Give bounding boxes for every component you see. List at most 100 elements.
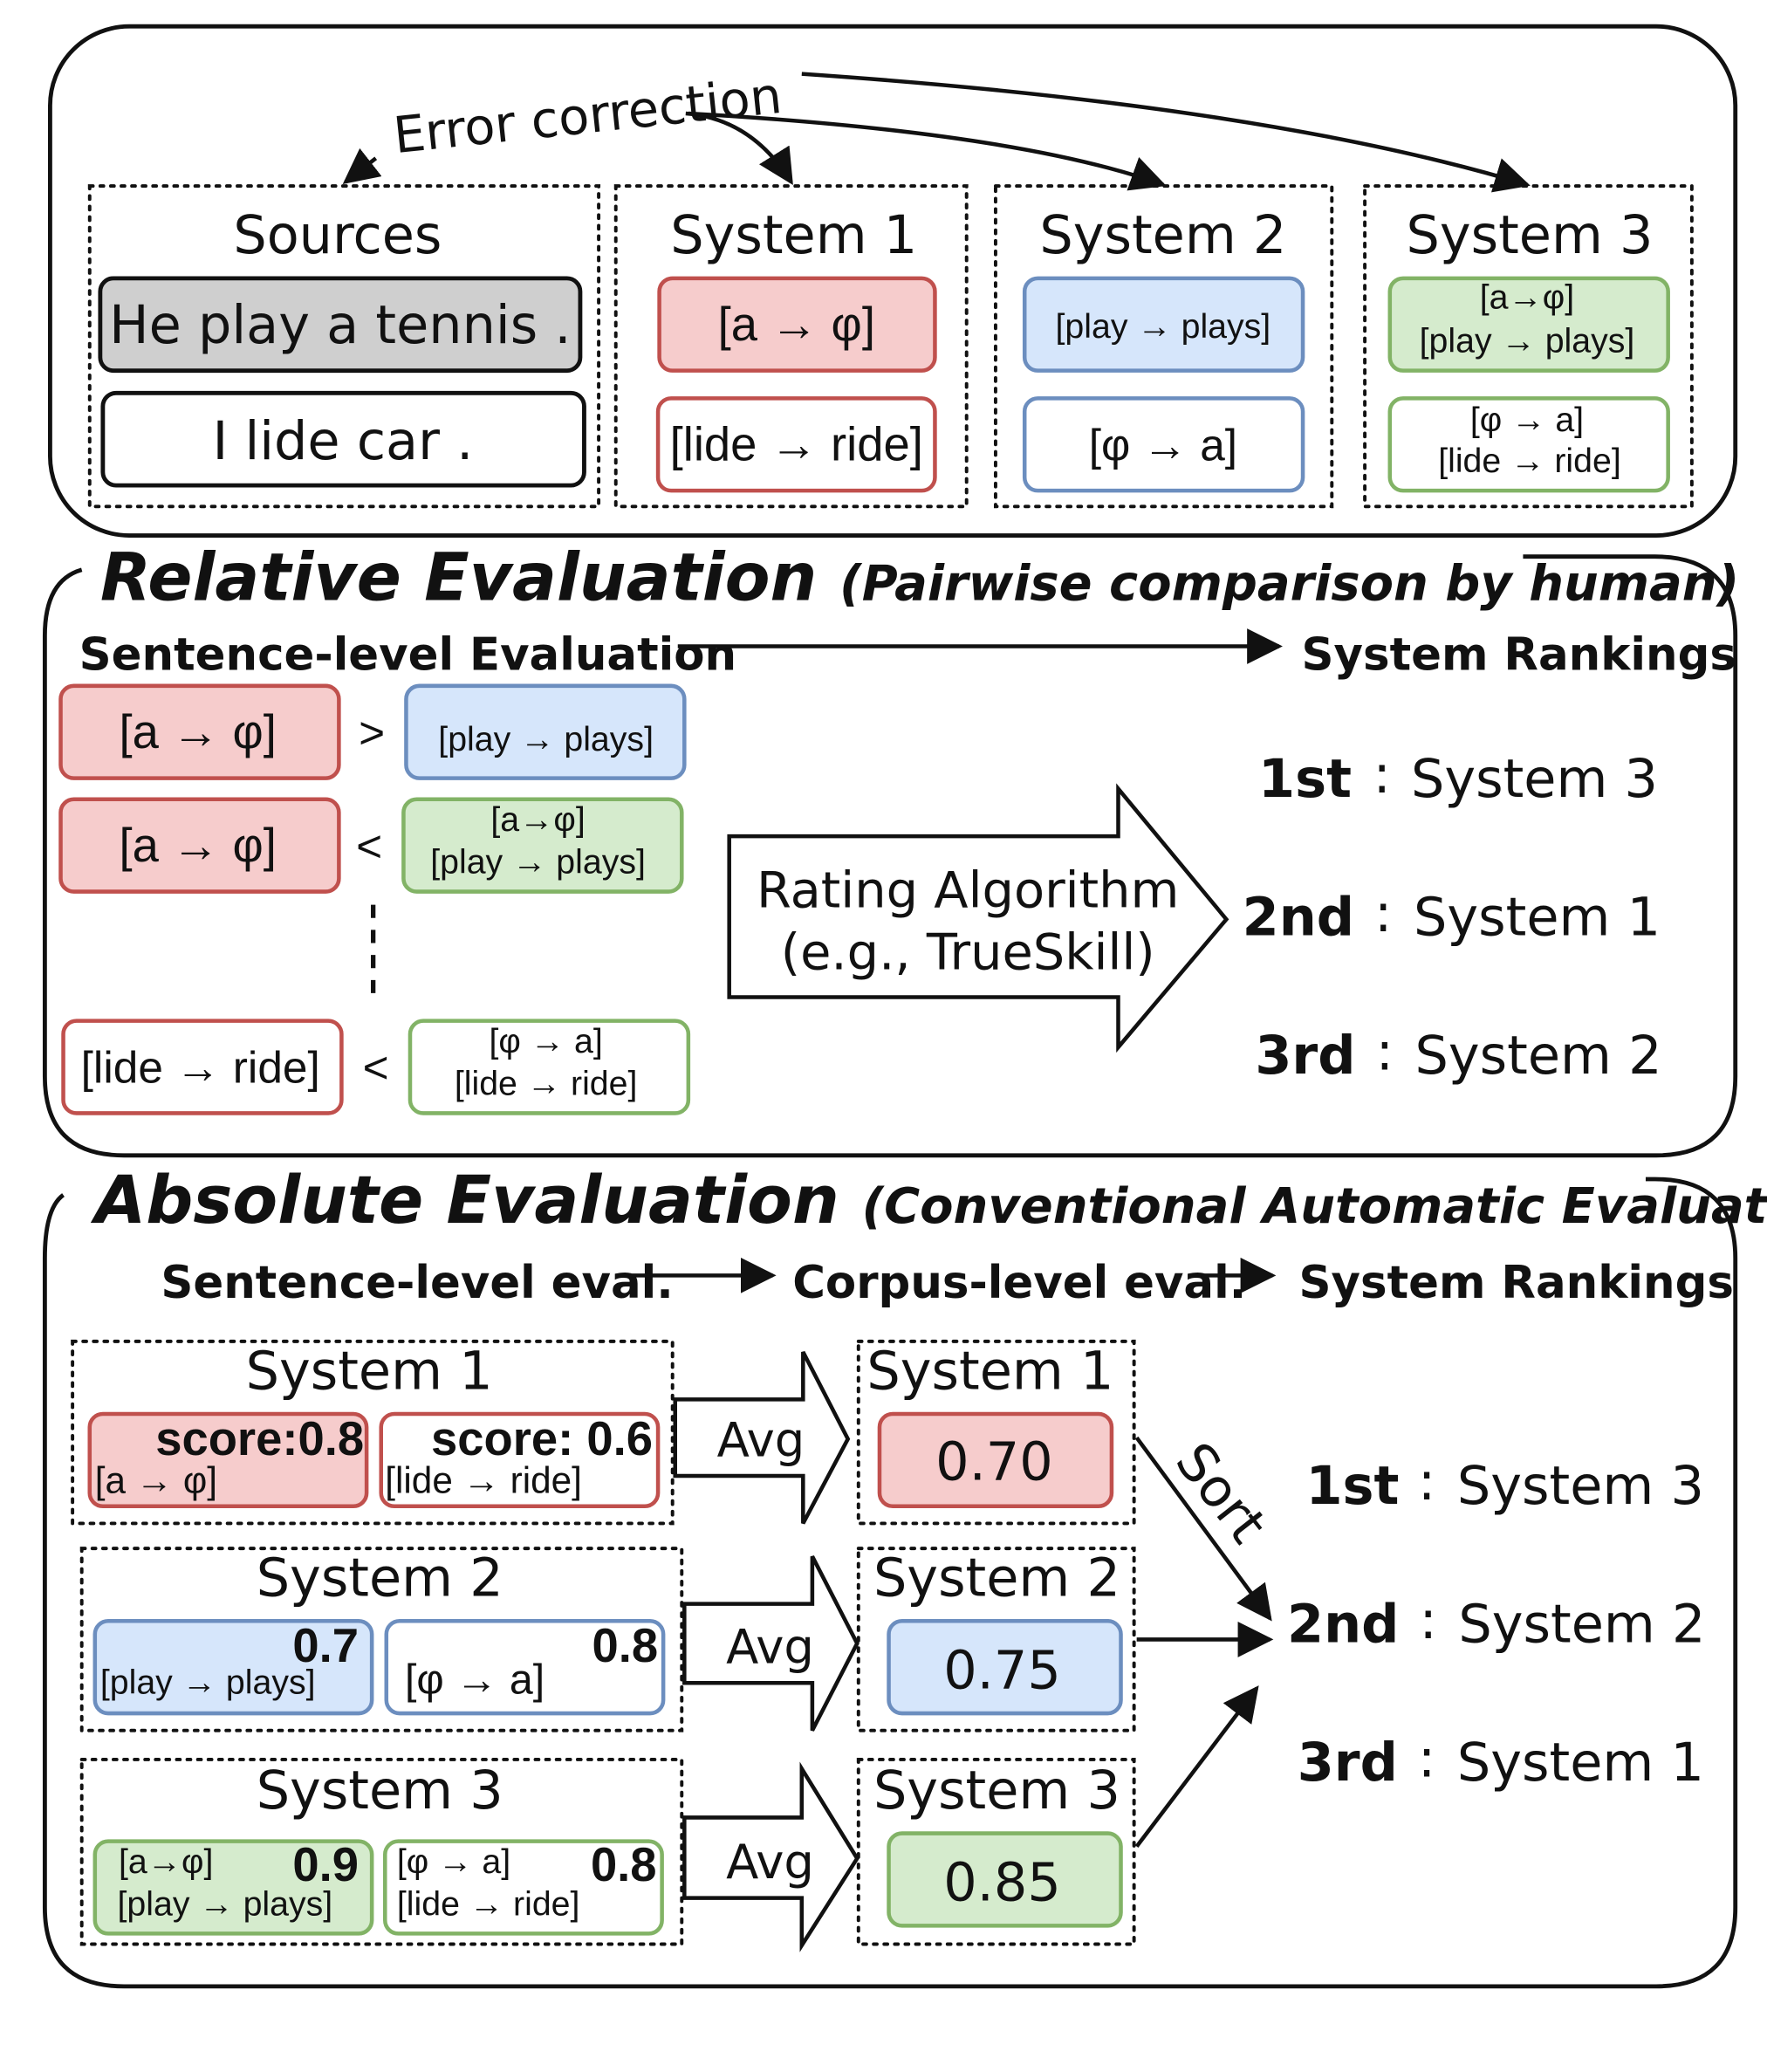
error-arrow-sources (342, 148, 382, 185)
absolute-rank-2-colon: : (1419, 1590, 1436, 1651)
system3-edit-2-line2: [lide → ride] (1438, 442, 1621, 480)
comparison-3-right-line1: [φ → a] (490, 1022, 603, 1060)
corpus-system1-group (856, 1339, 1136, 1526)
system1-edit-2 (655, 396, 937, 493)
corpus-system2-score-box (887, 1618, 1123, 1716)
abs-system3-card-1-score: 0.9 (292, 1838, 359, 1891)
absolute-rank-2-system: System 2 (1458, 1594, 1705, 1655)
abs-system3-group (79, 1757, 684, 1946)
comparison-3-operator: < (363, 1042, 389, 1093)
rating-algorithm-line2: (e.g., TrueSkill) (781, 923, 1155, 982)
corpus-system1-score: 0.70 (935, 1432, 1053, 1493)
comparison-2-left (58, 797, 341, 894)
abs-system1-card-2-score: score: 0.6 (431, 1412, 653, 1465)
absolute-rank-3-place: 3rd (1298, 1732, 1398, 1794)
absolute-heading: Absolute Evaluation (Conventional Automa… (91, 1162, 1767, 1238)
absolute-rank-3-system: System 1 (1457, 1732, 1704, 1794)
relative-rank-2-place: 2nd (1243, 887, 1354, 948)
avg-arrow-3-label: Avg (726, 1835, 814, 1890)
relative-rank-2-system: System 1 (1414, 887, 1661, 948)
abs-system3-title: System 3 (257, 1760, 503, 1822)
comparison-1-right (404, 683, 687, 780)
rating-algorithm-line1: Rating Algorithm (757, 861, 1179, 920)
top-frame (48, 24, 1738, 538)
system1-edit-1-text: [a → φ] (718, 298, 875, 351)
relative-rank-3-system: System 2 (1415, 1026, 1662, 1087)
source-sentence-2 (100, 390, 586, 488)
comparison-3-right-line2: [lide → ride] (455, 1064, 638, 1102)
abs-system1-card-2-edit: [lide → ride] (385, 1460, 582, 1501)
relative-heading: Relative Evaluation (Pairwise comparison… (100, 539, 1739, 616)
corpus-system3-title: System 3 (873, 1760, 1120, 1822)
corpus-system2-score: 0.75 (943, 1640, 1061, 1701)
relative-rank-3-place: 3rd (1255, 1026, 1355, 1087)
sources-group (87, 184, 601, 509)
comparison-1-left-text: [a → φ] (120, 705, 277, 758)
comparison-3-left-text: [lide → ride] (81, 1042, 320, 1093)
abs-system1-title: System 1 (246, 1341, 493, 1402)
absolute-rank-1-system: System 3 (1457, 1456, 1704, 1517)
avg-arrow-1-label: Avg (717, 1412, 805, 1467)
avg-arrow-2-label: Avg (726, 1620, 814, 1675)
abs-system2-card-2-score: 0.8 (592, 1619, 658, 1672)
error-arrow-system2 (688, 111, 1167, 191)
abs-system3-card-1-edit-line1: [a→φ] (119, 1842, 213, 1881)
abs-system1-card-1 (87, 1411, 369, 1509)
system2-title: System 2 (1039, 205, 1286, 266)
comparison-2-right (401, 797, 684, 894)
comparison-3-left (61, 1019, 344, 1115)
corpus-system3-group (856, 1757, 1136, 1946)
absolute-rank-1-colon: : (1418, 1451, 1435, 1513)
abs-system3-card-2 (383, 1839, 664, 1936)
relative-rankings-label: System Rankings (1302, 629, 1736, 682)
relative-frame (42, 554, 1738, 1158)
abs-system1-card-1-edit: [a → φ] (95, 1460, 217, 1501)
comparison-2-operator: < (356, 820, 382, 871)
sort-arrow-1 (1134, 1436, 1272, 1622)
comparison-3-right (408, 1019, 691, 1115)
abs-system3-card-2-edit-line2: [lide → ride] (397, 1884, 580, 1923)
relative-rank-1-colon: : (1373, 744, 1391, 806)
comparison-1-left (58, 683, 341, 780)
corpus-system3-score-box (887, 1831, 1123, 1928)
abs-system1-card-2 (379, 1411, 661, 1509)
relative-rank-3-colon: : (1376, 1022, 1394, 1083)
avg-arrow-3 (682, 1761, 860, 1952)
rating-algorithm-arrow (727, 783, 1229, 1053)
system1-edit-2-text: [lide → ride] (670, 417, 923, 470)
system3-group (1363, 184, 1694, 509)
abs-system1-group (71, 1339, 675, 1526)
absolute-corpus-level-label: Corpus-level eval. (792, 1257, 1246, 1309)
relative-sentence-level-label: Sentence-level Evaluation (79, 629, 736, 682)
comparison-2-right-line1: [a→φ] (490, 800, 585, 839)
abs-system2-card-1-score: 0.7 (292, 1619, 359, 1672)
system2-group (993, 184, 1334, 509)
avg-arrow-1 (673, 1350, 851, 1525)
absolute-panel: Absolute Evaluation (Conventional Automa… (42, 1162, 1767, 1989)
relative-rank-1-place: 1st (1258, 749, 1352, 810)
abs-system3-card-2-score: 0.8 (591, 1838, 657, 1891)
comparison-2-left-text: [a → φ] (120, 819, 277, 872)
abs-system2-card-2 (384, 1618, 666, 1716)
corpus-system3-score: 0.85 (943, 1853, 1061, 1914)
abs-system2-card-1 (92, 1618, 374, 1716)
absolute-rankings-label: System Rankings (1299, 1257, 1734, 1309)
top-panel: Error correction Sources He play a tenni… (48, 24, 1738, 538)
system2-edit-2-text: [φ → a] (1089, 419, 1237, 470)
absolute-sentence-level-label: Sentence-level eval. (161, 1257, 673, 1309)
corpus-system2-title: System 2 (873, 1548, 1120, 1609)
system3-edit-2-line1: [φ → a] (1470, 401, 1584, 439)
system2-edit-2 (1022, 396, 1305, 493)
system3-edit-2 (1387, 396, 1670, 493)
abs-system3-card-1 (92, 1839, 374, 1936)
relative-rank-1-system: System 3 (1411, 749, 1658, 810)
system2-edit-1 (1022, 276, 1305, 373)
abs-system3-card-2-edit-line1: [φ → a] (397, 1842, 510, 1881)
system1-group (613, 184, 969, 509)
source-sentence-2-text: I lide car . (212, 411, 473, 472)
system2-edit-1-text: [play → plays] (1056, 307, 1271, 346)
comparison-2-right-line2: [play → plays] (430, 842, 646, 881)
abs-system2-group (79, 1547, 684, 1732)
abs-system2-title: System 2 (257, 1548, 503, 1609)
